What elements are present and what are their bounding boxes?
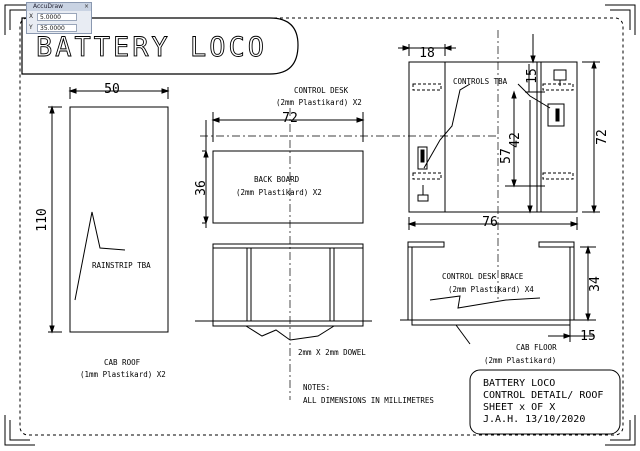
accudraw-panel[interactable]: AccuDraw × X 5.0000 Y 35.0000 [26, 2, 92, 34]
dim-desk-controls: 42 [508, 132, 523, 148]
accudraw-title: AccuDraw [33, 3, 64, 10]
title-block-line2: CONTROL DETAIL/ ROOF [483, 390, 603, 401]
control-desk-view [398, 34, 600, 230]
drawing-title: BATTERY LOCO [36, 32, 267, 63]
label-dowel: 2mm X 2mm DOWEL [298, 348, 366, 357]
x-axis-label: X [29, 13, 34, 20]
dim-desk-left: 18 [419, 46, 435, 61]
corner-marks [4, 4, 636, 446]
label-control-desk: CONTROL DESK [294, 86, 349, 95]
y-value-input[interactable]: 35.0000 [37, 23, 77, 32]
accudraw-titlebar[interactable]: AccuDraw × [27, 3, 91, 11]
label-cab-roof: CAB ROOF [104, 358, 141, 367]
dim-backboard-width: 72 [282, 111, 298, 126]
notes-body: ALL DIMENSIONS IN MILLIMETRES [303, 396, 434, 405]
sheet-border [19, 17, 624, 436]
title-block: BATTERY LOCO CONTROL DETAIL/ ROOF SHEET … [469, 369, 621, 435]
x-value-input[interactable]: 5.0000 [37, 12, 77, 21]
dim-floor-offset: 15 [580, 329, 596, 344]
label-cab-floor-material: (2mm Plastikard) [484, 356, 556, 365]
label-rainstrip: RAINSTRIP TBA [92, 261, 151, 270]
dim-brace-height: 34 [588, 276, 603, 292]
title-block-line1: BATTERY LOCO [483, 378, 555, 389]
desk-brace-view [400, 241, 596, 345]
label-brace: CONTROL DESK BRACE [442, 272, 524, 281]
dim-desk-total: 72 [595, 129, 610, 145]
dim-backboard-height: 36 [194, 180, 209, 196]
accudraw-y-row: Y 35.0000 [27, 22, 91, 33]
dim-roof-height: 110 [35, 208, 50, 231]
label-back-board-material: (2mm Plastikard) X2 [236, 188, 322, 197]
label-back-board: BACK BOARD [254, 175, 300, 184]
title-block-line3: SHEET x OF X [483, 402, 555, 413]
y-axis-label: Y [29, 24, 33, 31]
title-banner: BATTERY LOCO [21, 17, 299, 75]
dim-desk-width: 76 [482, 215, 498, 230]
cab-roof-view [48, 87, 170, 334]
close-icon[interactable]: × [83, 3, 90, 10]
label-cab-floor: CAB FLOOR [516, 343, 557, 352]
label-control-desk-material: (2mm Plastikard) X2 [276, 98, 362, 107]
notes-title: NOTES: [303, 383, 330, 392]
accudraw-x-row: X 5.0000 [27, 11, 91, 22]
dim-desk-inner: 57 [499, 148, 514, 164]
dim-roof-width: 50 [104, 82, 120, 97]
label-controls-tba: CONTROLS TBA [453, 77, 508, 86]
back-board-view [195, 112, 372, 341]
title-block-line4: J.A.H. 13/10/2020 [483, 414, 585, 425]
label-brace-material: (2mm Plastikard) X4 [448, 285, 534, 294]
centre-lines [200, 30, 499, 400]
dim-desk-top: 15 [525, 68, 540, 84]
label-cab-roof-material: (1mm Plastikard) X2 [80, 370, 166, 379]
